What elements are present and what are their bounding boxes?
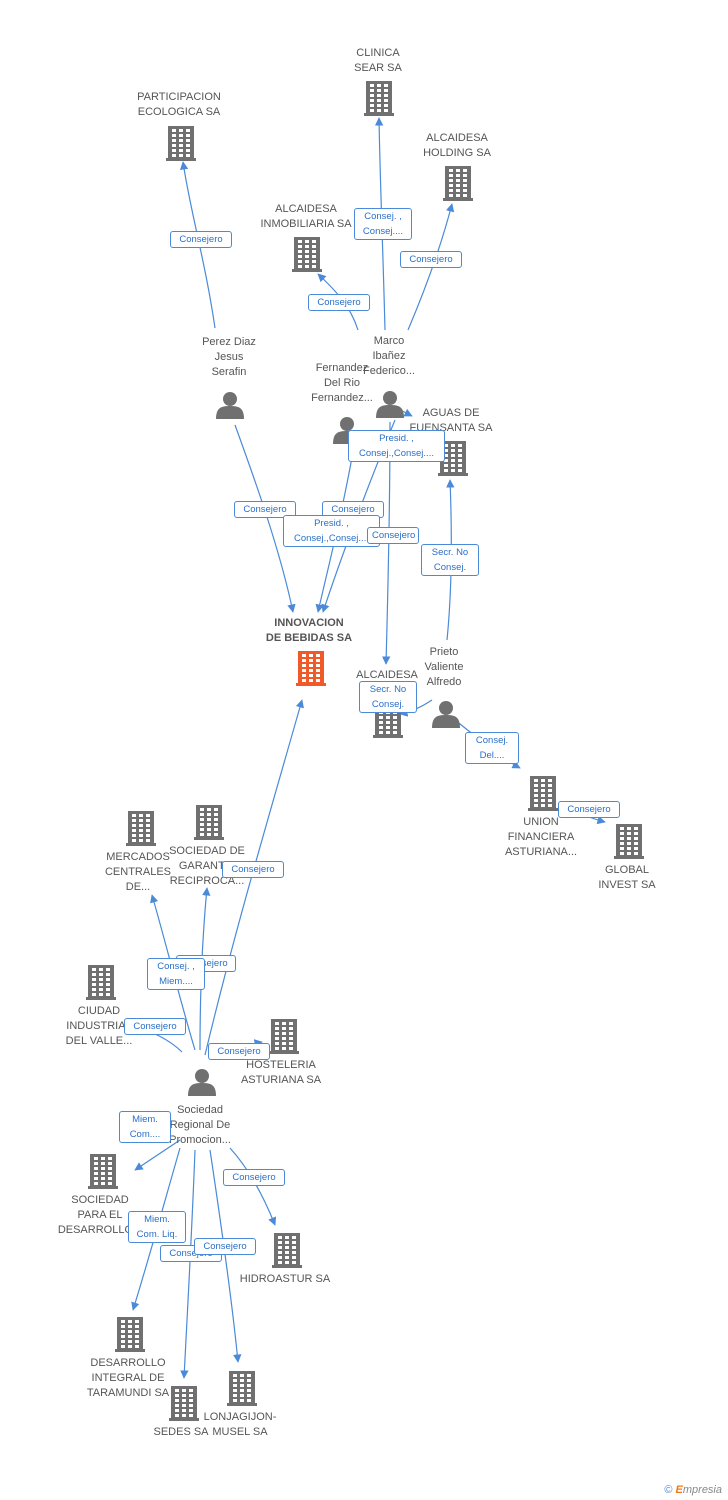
person-icon-marco[interactable] bbox=[376, 391, 404, 418]
node-label-hosteleria[interactable]: HOSTELERIA ASTURIANA SA bbox=[240, 1059, 322, 1086]
edge-label-marco-holding[interactable]: Consejero bbox=[400, 251, 462, 268]
edge-label-regional-socdesarrollo[interactable]: Miem. Com.... bbox=[119, 1111, 171, 1143]
edge-label-marco-aguas[interactable]: Presid. , Consej.,Consej.... bbox=[348, 430, 445, 462]
copyright-symbol: © bbox=[664, 1484, 673, 1496]
building-icon-alc-holding[interactable] bbox=[443, 166, 473, 201]
node-label-alc-holding[interactable]: ALCAIDESA HOLDING SA bbox=[423, 132, 491, 159]
node-label-participacion[interactable]: PARTICIPACION ECOLOGICA SA bbox=[137, 91, 221, 118]
edge-label-regional-innovacion[interactable]: Consejero bbox=[222, 861, 284, 878]
edge-label-marco-inmob[interactable]: Consejero bbox=[308, 294, 370, 311]
node-label-innovacion[interactable]: INNOVACION DE BEBIDAS SA bbox=[265, 617, 353, 644]
building-icon-mercados[interactable] bbox=[126, 811, 156, 846]
edge-regional-innovacion bbox=[204, 699, 304, 1056]
building-icon-lonjagijon[interactable] bbox=[227, 1371, 257, 1406]
building-icon-alc-inmob[interactable] bbox=[292, 237, 322, 272]
edge-label-prieto-aguas[interactable]: Secr. No Consej. bbox=[421, 544, 479, 576]
node-label-clinica[interactable]: CLINICA SEAR SA bbox=[354, 47, 402, 74]
brand-initial: E bbox=[675, 1484, 683, 1496]
node-label-perez[interactable]: Perez Diaz Jesus Serafin bbox=[202, 336, 256, 378]
person-icon-prieto[interactable] bbox=[432, 701, 460, 728]
node-label-fernandez[interactable]: Fernandez Del Rio Fernandez... bbox=[311, 362, 373, 404]
edge-regional-sedes bbox=[180, 1149, 196, 1379]
brand-name: mpresia bbox=[682, 1484, 722, 1496]
edge-label-marco-clinica[interactable]: Consej. , Consej.... bbox=[354, 208, 412, 240]
edge-label-regional-hosteleria[interactable]: Consejero bbox=[208, 1043, 270, 1060]
copyright-notice: © Empresia bbox=[664, 1484, 722, 1496]
node-label-global[interactable]: GLOBAL INVEST SA bbox=[598, 864, 656, 891]
building-icon-global[interactable] bbox=[614, 824, 644, 859]
node-label-lonjagijon[interactable]: LONJAGIJON- MUSEL SA bbox=[203, 1411, 277, 1438]
node-label-hidroastur[interactable]: HIDROASTUR SA bbox=[239, 1273, 331, 1285]
building-icon-hidroastur[interactable] bbox=[272, 1233, 302, 1268]
building-icon-sedes[interactable] bbox=[169, 1386, 199, 1421]
edge-label-marco-alcsa[interactable]: Consejero bbox=[367, 527, 419, 544]
edge-marco-holding bbox=[407, 203, 455, 331]
node-label-sociedad-garant[interactable]: SOCIEDAD DE GARANTIA RECIPROCA... bbox=[169, 845, 245, 887]
node-label-marco[interactable]: Marco Ibañez Federico... bbox=[363, 335, 415, 377]
building-icon-ciudad[interactable] bbox=[86, 965, 116, 1000]
building-icon-participacion[interactable] bbox=[166, 126, 196, 161]
node-label-mercados[interactable]: MERCADOS CENTRALES DE... bbox=[104, 851, 172, 893]
edge-label-regional-hidroastur[interactable]: Consejero bbox=[223, 1169, 285, 1186]
edge-label-perez-participacion[interactable]: Consejero bbox=[170, 231, 232, 248]
edge-label-regional-mercados[interactable]: Consej. , Miem.... bbox=[147, 958, 205, 990]
edge-label-union-global[interactable]: Consejero bbox=[558, 801, 620, 818]
building-icon-sociedad-garant[interactable] bbox=[194, 805, 224, 840]
node-label-sociedad-regional[interactable]: Sociedad Regional De Promocion... bbox=[169, 1104, 231, 1146]
edge-label-prieto-alcsa[interactable]: Secr. No Consej. bbox=[359, 681, 417, 713]
building-icon-clinica[interactable] bbox=[364, 81, 394, 116]
edge-label-regional-ciudad[interactable]: Consejero bbox=[124, 1018, 186, 1035]
edge-label-regional-lonjagijon[interactable]: Consejero bbox=[194, 1238, 256, 1255]
edge-regional-hidroastur bbox=[229, 1147, 277, 1226]
edge-label-marco-innovacion[interactable]: Presid. , Consej.,Consej.... bbox=[283, 515, 380, 547]
building-icon-desarrollo[interactable] bbox=[115, 1317, 145, 1352]
node-label-sociedad-desarrollo[interactable]: SOCIEDAD PARA EL DESARROLLO... bbox=[57, 1194, 143, 1236]
node-label-desarrollo[interactable]: DESARROLLO INTEGRAL DE TARAMUNDI SA bbox=[86, 1357, 170, 1399]
edge-label-perez-innovacion[interactable]: Consejero bbox=[234, 501, 296, 518]
node-label-ciudad[interactable]: CIUDAD INDUSTRIAL DEL VALLE... bbox=[65, 1005, 133, 1047]
person-icon-sociedad-regional[interactable] bbox=[188, 1069, 216, 1096]
building-icon-aguas[interactable] bbox=[438, 441, 468, 476]
edge-label-regional-desarrollo[interactable]: Miem. Com. Liq. bbox=[128, 1211, 186, 1243]
node-label-alc-inmob[interactable]: ALCAIDESA INMOBILIARIA SA bbox=[260, 203, 352, 230]
node-label-union[interactable]: UNION FINANCIERA ASTURIANA... bbox=[504, 816, 578, 858]
node-label-sedes[interactable]: SEDES SA bbox=[153, 1426, 209, 1438]
node-label-prieto[interactable]: Prieto Valiente Alfredo bbox=[424, 646, 464, 688]
building-icon-hosteleria[interactable] bbox=[269, 1019, 299, 1054]
building-icon-sociedad-desarrollo[interactable] bbox=[88, 1154, 118, 1189]
building-icon-innovacion[interactable] bbox=[296, 651, 326, 686]
edge-label-prieto-union[interactable]: Consej. Del.... bbox=[465, 732, 519, 764]
edge-regional-lonjagijon bbox=[209, 1149, 242, 1363]
building-icon-union[interactable] bbox=[528, 776, 558, 811]
person-icon-perez[interactable] bbox=[216, 392, 244, 419]
edge-regional-socdesarrollo bbox=[134, 1139, 181, 1171]
